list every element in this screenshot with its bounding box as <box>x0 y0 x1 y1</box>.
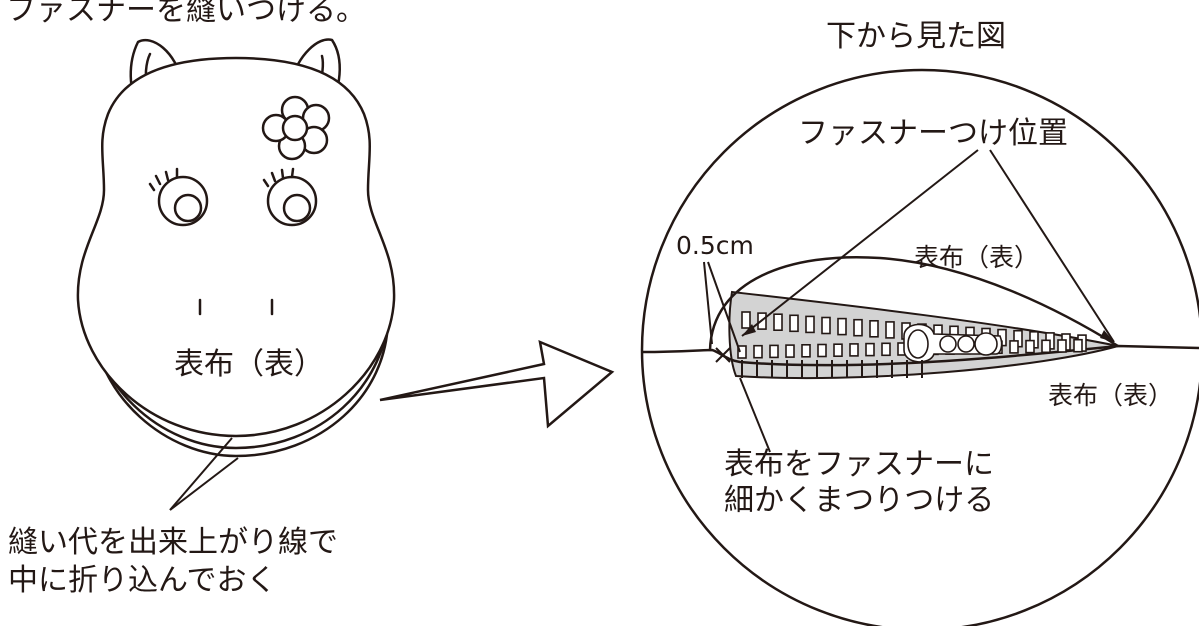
stitch-note-line2: 細かくまつりつける <box>724 483 994 518</box>
zipper-tooth-lower <box>737 345 747 359</box>
zipper-tooth-lower <box>1041 339 1051 354</box>
hippo-illustration <box>76 38 396 458</box>
zipper-tooth-lower <box>769 344 779 359</box>
arrowhead-right <box>1100 330 1114 342</box>
fold-note-line1: 縫い代を出来上がり線で <box>8 525 338 560</box>
left-eye-icon <box>148 167 209 227</box>
seam-allowance-label: 0.5cm <box>676 231 754 260</box>
zipper-position-label: ファスナーつけ位置 <box>798 116 1068 151</box>
zipper-tooth-upper <box>837 317 847 336</box>
zipper-tooth-upper <box>853 318 863 337</box>
hippo-fabric-label: 表布（表） <box>174 347 324 382</box>
fold-note-line2: 中に折り込んでおく <box>8 563 277 598</box>
zipper-icon <box>737 311 1087 363</box>
zipper-tooth-lower <box>849 343 859 357</box>
blind-stitches <box>741 360 923 378</box>
zipper-tooth-lower <box>1009 340 1019 354</box>
zipper-tooth-upper <box>869 319 879 338</box>
zipper-tooth-lower <box>833 343 843 358</box>
zipper-tooth-lower <box>865 342 875 357</box>
zipper-tooth-lower <box>817 343 827 358</box>
zipper-tooth-lower <box>785 344 795 358</box>
zipper-tooth-lower <box>801 343 811 358</box>
zipper-tooth-lower <box>1057 339 1067 353</box>
zipper-tooth-upper <box>789 314 799 333</box>
right-eye-icon <box>262 167 318 227</box>
upper-fabric-flap <box>708 256 1119 351</box>
zipper-tooth-lower <box>1073 338 1083 353</box>
zipper-slider-bead <box>939 335 957 353</box>
view-from-below-title: 下から見た図 <box>826 19 1006 54</box>
zipper-slider-bead <box>957 335 975 353</box>
arrowhead-left <box>742 324 756 336</box>
stitch-note-line1: 表布をファスナーに <box>724 447 994 482</box>
arrow-icon <box>379 339 615 429</box>
zipper-tooth-upper <box>885 321 895 339</box>
flower-icon <box>261 95 331 161</box>
zipper-tooth-lower <box>753 344 763 359</box>
zipper-tooth-upper <box>821 316 831 335</box>
zipper-tooth-lower <box>1025 339 1035 354</box>
zipper-pull-ring <box>907 329 929 359</box>
fold-leader-lines <box>169 437 239 511</box>
top-instruction-fragment: ファスナーを縫いつける。 <box>6 0 366 28</box>
zipper-end-x-mark <box>715 347 731 363</box>
fabric-bottom-label: 表布（表） <box>1048 381 1173 410</box>
seam-baseline <box>642 344 1199 367</box>
zipper-tooth-upper <box>805 315 815 334</box>
zipper-tooth-upper <box>773 313 783 332</box>
zipper-slider-bead <box>974 332 998 356</box>
fabric-top-label: 表布（表） <box>914 243 1039 272</box>
detail-leader-lines <box>703 149 1115 453</box>
zipper-tooth-upper <box>741 311 751 329</box>
zipper-tooth-lower <box>881 342 891 357</box>
